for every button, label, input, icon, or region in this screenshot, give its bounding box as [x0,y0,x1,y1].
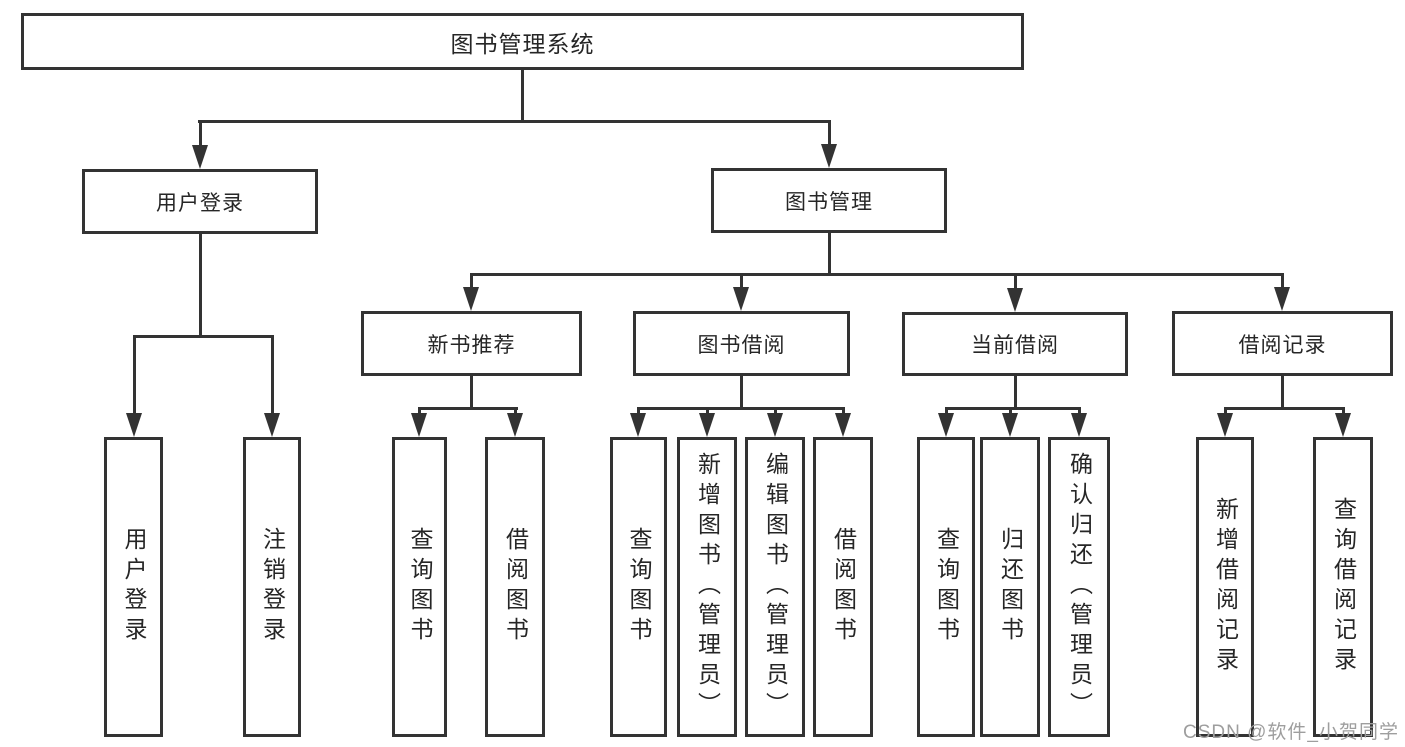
leaf-add-books-admin: 新增图书（管理员） [677,437,737,737]
node-label: 注销登录 [259,527,286,647]
node-label: 编辑图书（管理员） [762,452,789,722]
node-label: 查询图书 [626,527,652,647]
tree-arrow [264,335,280,437]
tree-line [521,69,524,123]
tree-arrow [1274,273,1290,311]
tree-arrow [126,335,142,437]
node-book-borrowing: 图书借阅 [633,311,850,376]
node-label: 查询图书 [933,527,960,647]
leaf-edit-books-admin: 编辑图书（管理员） [745,437,805,737]
node-user-login: 用户登录 [82,169,318,234]
node-label: 查询图书 [407,527,433,647]
node-current-borrowing: 当前借阅 [902,312,1128,376]
watermark: CSDN @软件_小贺同学 [1183,722,1399,743]
node-label: 图书管理系统 [450,30,595,57]
tree-arrow [733,273,749,311]
tree-line [828,233,831,276]
tree-line [470,376,473,410]
tree-line [198,120,831,123]
node-label: 借阅图书 [830,527,857,647]
tree-arrow [1002,407,1018,437]
node-label: 新增图书（管理员） [694,452,721,722]
node-label: 新增借阅记录 [1212,497,1239,677]
leaf-user-login: 用户登录 [104,437,163,737]
tree-line [1224,407,1345,410]
leaf-borrow-books: 借阅图书 [813,437,873,737]
tree-line [1014,376,1017,410]
leaf-add-borrow-record: 新增借阅记录 [1196,437,1254,737]
leaf-logout: 注销登录 [243,437,301,737]
node-book-management: 图书管理 [711,168,947,233]
node-new-book-recommendation: 新书推荐 [361,311,582,376]
leaf-query-books-recommend: 查询图书 [392,437,447,737]
node-label: 用户登录 [121,527,147,647]
tree-line [740,376,743,410]
node-label: 当前借阅 [971,334,1059,357]
tree-arrow [630,407,646,437]
leaf-confirm-return-admin: 确认归还（管理员） [1048,437,1110,737]
tree-line [199,233,202,338]
tree-line [945,407,1081,410]
node-label: 图书借阅 [697,333,786,357]
tree-arrow [411,407,427,437]
leaf-query-borrow-record: 查询借阅记录 [1313,437,1373,737]
node-label: 确认归还（管理员） [1066,452,1093,722]
node-library-management-system: 图书管理系统 [21,13,1024,70]
leaf-query-books-current: 查询图书 [917,437,975,737]
tree-arrow [192,120,208,169]
tree-arrow [699,407,715,437]
tree-arrow [1217,407,1233,437]
leaf-return-books: 归还图书 [980,437,1040,737]
tree-arrow [463,273,479,311]
tree-arrow [835,407,851,437]
tree-arrow [1071,407,1087,437]
tree-line [470,273,1284,276]
node-label: 归还图书 [997,527,1024,647]
tree-arrow [1007,273,1023,312]
tree-arrow [821,120,837,168]
tree-line [1281,376,1284,410]
node-label: 新书推荐 [427,333,516,357]
tree-arrow [938,407,954,437]
node-label: 用户登录 [156,191,244,215]
node-label: 图书管理 [785,190,873,214]
tree-arrow [767,407,783,437]
tree-line [133,335,274,338]
tree-line [637,407,845,410]
leaf-query-books-borrow: 查询图书 [610,437,667,737]
node-label: 借阅记录 [1238,333,1327,357]
node-borrowing-records: 借阅记录 [1172,311,1393,376]
leaf-borrow-books-recommend: 借阅图书 [485,437,545,737]
node-label: 查询借阅记录 [1330,497,1357,677]
tree-line [418,407,518,410]
tree-arrow [507,407,523,437]
node-label: 借阅图书 [502,527,529,647]
tree-arrow [1335,407,1351,437]
